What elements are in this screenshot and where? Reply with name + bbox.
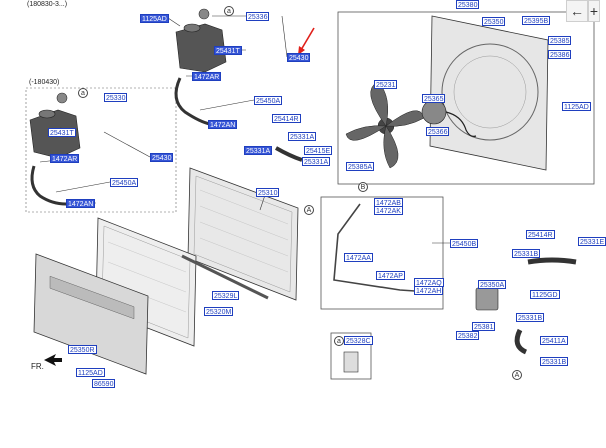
thermostat-housing [475, 287, 499, 311]
part-label[interactable]: 25331B [512, 249, 541, 258]
marker-A-right: A [512, 370, 522, 380]
part-label[interactable]: 1472AR [192, 72, 222, 81]
part-label[interactable]: 25431T [214, 46, 242, 55]
part-label[interactable]: 1125AD [76, 368, 105, 377]
hose-small-middle [275, 146, 303, 162]
part-label[interactable]: 1472AA [344, 253, 373, 262]
part-label[interactable]: 1472AK [374, 206, 403, 215]
part-label[interactable]: 25430 [150, 153, 174, 162]
part-label[interactable]: 25450A [254, 96, 283, 105]
part-label[interactable]: 25380 [456, 0, 480, 9]
part-label[interactable]: 25385 [548, 36, 572, 45]
part-label[interactable]: 25331B [540, 357, 569, 366]
cap-variant [56, 92, 68, 104]
part-label[interactable]: 1125GD [530, 290, 560, 299]
hose-kit-box [320, 196, 444, 310]
part-label[interactable]: 25320M [204, 307, 234, 316]
part-label[interactable]: 25331A [302, 157, 331, 166]
legend-letter: a [334, 336, 344, 346]
part-label[interactable]: 25328C [344, 336, 373, 345]
part-label-highlighted[interactable]: 25430 [287, 53, 311, 62]
tank-hose-variant [30, 165, 67, 206]
hose-upper-right [527, 257, 577, 265]
part-label[interactable]: 25414R [272, 114, 301, 123]
back-arrow-icon[interactable]: ← [566, 0, 588, 22]
part-label[interactable]: 25350R [68, 345, 97, 354]
part-label[interactable]: 25366 [426, 127, 450, 136]
part-label[interactable]: 25381 [472, 322, 496, 331]
part-label[interactable]: 25385A [346, 162, 375, 171]
part-label[interactable]: 25350A [478, 280, 507, 289]
fan-shroud-box [337, 11, 595, 185]
part-label[interactable]: 1472AR [50, 154, 80, 163]
part-label[interactable]: 86590 [92, 379, 116, 388]
part-label[interactable]: 25414R [526, 230, 555, 239]
reservoir-tank-top [175, 23, 227, 73]
part-label[interactable]: 25331E [578, 237, 606, 246]
part-label[interactable]: 25415E [304, 146, 333, 155]
marker-A-radiator: A [304, 205, 314, 215]
radiator [187, 167, 299, 301]
part-label[interactable]: 1472AP [376, 271, 405, 280]
part-label[interactable]: 25450B [450, 239, 479, 248]
part-label[interactable]: 1472AH [414, 286, 444, 295]
part-label[interactable]: 25336 [246, 12, 270, 21]
callout-arrow [298, 27, 315, 55]
legend-box [330, 332, 372, 380]
variant-note: (-180430) [29, 79, 60, 86]
air-guard [33, 253, 149, 375]
part-label[interactable]: 25310 [256, 188, 280, 197]
marker-b: B [358, 182, 368, 192]
zoom-in-icon[interactable]: + [588, 0, 600, 22]
fan-motor [421, 99, 477, 137]
part-label[interactable]: 25331B [516, 313, 545, 322]
part-label[interactable]: 25329L [212, 291, 240, 300]
part-label[interactable]: 25231 [374, 80, 398, 89]
part-label[interactable]: 25382 [456, 331, 480, 340]
part-label[interactable]: 25350 [482, 17, 506, 26]
tank-hose-top [174, 77, 211, 126]
variant-box [25, 87, 177, 213]
hose-kit-line [333, 203, 431, 293]
legend-clip [343, 351, 359, 373]
front-direction-label: FR. [31, 362, 44, 371]
cap-top [198, 8, 210, 20]
cooling-fan [345, 81, 425, 169]
part-label[interactable]: 25450A [110, 178, 139, 187]
hose-lower-right [514, 328, 528, 355]
part-label[interactable]: 1125AD [562, 102, 591, 111]
seal-strip [181, 254, 269, 300]
header-text: (180830-3...) [27, 1, 68, 8]
marker-a-top: a [224, 6, 234, 16]
part-label[interactable]: 25431T [48, 128, 76, 137]
part-label[interactable]: 1472AN [208, 120, 238, 129]
part-label[interactable]: 25411A [540, 336, 568, 345]
part-label[interactable]: 25365 [422, 94, 446, 103]
fan-shroud [429, 15, 549, 171]
part-label[interactable]: 25386 [548, 50, 572, 59]
part-label[interactable]: 25330 [104, 93, 128, 102]
part-label[interactable]: 25331A [288, 132, 317, 141]
part-label[interactable]: 1472AN [66, 199, 96, 208]
part-label[interactable]: 1125AD [140, 14, 169, 23]
front-direction-arrow [44, 354, 62, 366]
part-label[interactable]: 25395B [522, 16, 551, 25]
marker-a-variant: a [78, 88, 88, 98]
part-label[interactable]: 25331A [244, 146, 273, 155]
